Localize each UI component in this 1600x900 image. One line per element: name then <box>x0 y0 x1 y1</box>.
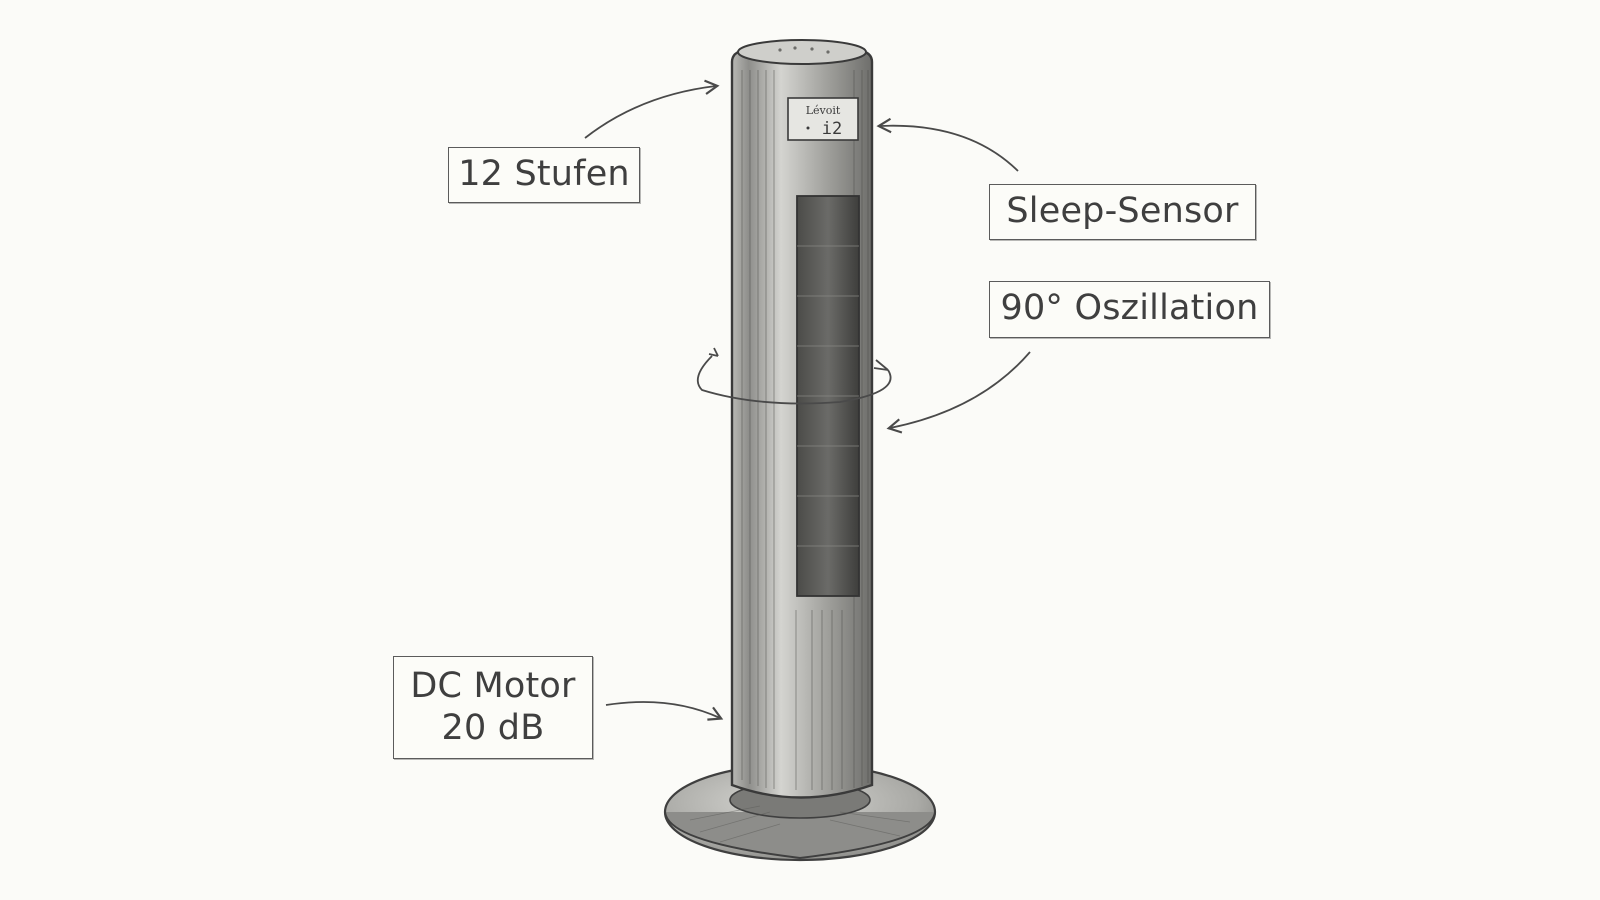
label-oscillation: 90° Oszillation <box>989 281 1270 338</box>
fan-base <box>663 762 937 862</box>
arrow-motor <box>605 701 724 721</box>
control-panel <box>787 97 859 141</box>
label-dc-motor: DC Motor 20 dB <box>393 656 593 759</box>
indicator-dot <box>806 126 810 130</box>
arrow-speed-levels <box>584 79 720 139</box>
label-sleep-sensor: Sleep-Sensor <box>989 184 1256 240</box>
label-speed-levels: 12 Stufen <box>448 147 640 203</box>
label-motor-line1: DC Motor <box>410 666 576 706</box>
label-speed-levels-text: 12 Stufen <box>458 154 630 194</box>
oscillation-arrows <box>696 347 892 405</box>
label-sleep-sensor-text: Sleep-Sensor <box>1006 191 1239 231</box>
label-motor-line2: 20 dB <box>441 708 545 748</box>
arrow-sleep-sensor <box>876 117 1019 172</box>
callout-arrows <box>584 79 1031 721</box>
fan-body <box>730 39 874 799</box>
label-oscillation-text: 90° Oszillation <box>1000 288 1259 328</box>
display-readout: i2 <box>822 119 842 139</box>
arrow-oscillation <box>886 351 1031 434</box>
brand-logo: Lévoit <box>806 104 841 117</box>
